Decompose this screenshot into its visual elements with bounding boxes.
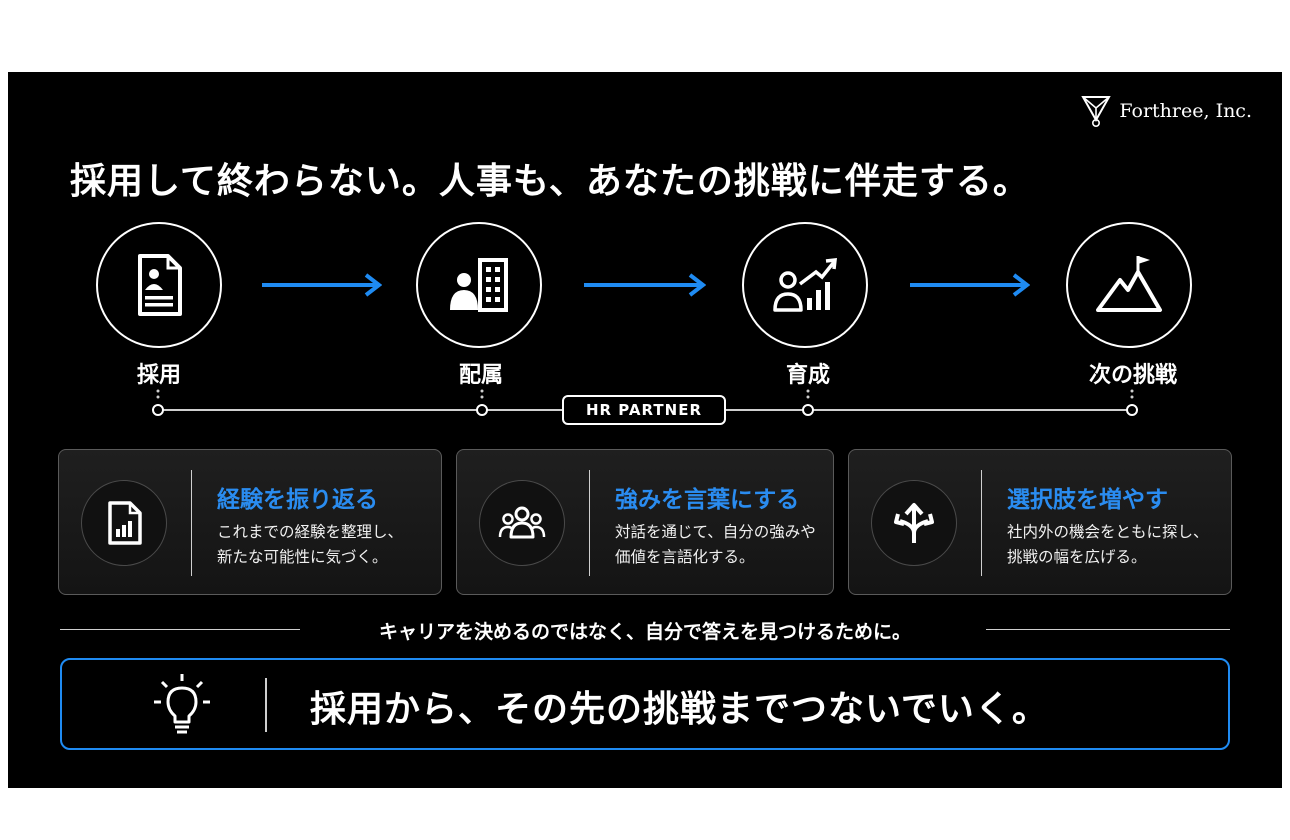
- arrow-right-icon: [584, 273, 706, 297]
- company-logo: Forthree, Inc.: [1081, 94, 1252, 128]
- card-description-line: これまでの経験を整理し、: [217, 523, 404, 541]
- card-icon-circle: [479, 480, 565, 566]
- mountain-flag-icon: [1096, 256, 1162, 312]
- divider-line: [60, 629, 300, 630]
- card-increase-options: 選択肢を増やす 社内外の機会をともに探し、 挑戦の幅を広げる。: [848, 449, 1232, 595]
- card-icon-circle: [871, 480, 957, 566]
- divider-line: [986, 629, 1230, 630]
- card-divider: [589, 470, 590, 576]
- card-title: 強みを言葉にする: [615, 487, 800, 513]
- card-description-line: 社内外の機会をともに探し、: [1007, 523, 1209, 541]
- hr-partner-badge: HR PARTNER: [562, 395, 726, 425]
- card-divider: [191, 470, 192, 576]
- branching-arrows-icon: [894, 503, 934, 543]
- card-title: 経験を振り返る: [217, 487, 378, 513]
- step-label-placement: 配属: [458, 363, 503, 388]
- lightbulb-icon: [154, 674, 210, 734]
- timeline-node: [152, 404, 164, 416]
- document-person-icon: [138, 254, 182, 316]
- step-recruit: [96, 222, 222, 348]
- report-chart-icon: [108, 501, 142, 545]
- card-title: 選択肢を増やす: [1007, 487, 1168, 513]
- step-label-next-challenge: 次の挑戦: [1088, 363, 1177, 388]
- timeline-node: [802, 404, 814, 416]
- card-description: これまでの経験を整理し、 新たな可能性に気づく。: [217, 520, 403, 570]
- card-description: 対話を通じて、自分の強みや 価値を言語化する。: [615, 520, 816, 570]
- company-name: Forthree, Inc.: [1119, 100, 1252, 122]
- step-label-recruit: 採用: [136, 363, 181, 388]
- arrow-right-icon: [910, 273, 1030, 297]
- card-description-line: 挑戦の幅を広げる。: [1007, 548, 1147, 566]
- subline-text: キャリアを決めるのではなく、自分で答えを見つけるために。: [360, 621, 929, 643]
- step-placement: [416, 222, 542, 348]
- timeline-node: [1126, 404, 1138, 416]
- step-next-challenge: [1066, 222, 1192, 348]
- step-label-development: 育成: [785, 363, 830, 388]
- step-development: [742, 222, 868, 348]
- card-description-line: 価値を言語化する。: [615, 548, 755, 566]
- arrow-right-icon: [262, 273, 382, 297]
- group-people-icon: [498, 506, 546, 539]
- card-icon-circle: [81, 480, 167, 566]
- person-growth-chart-icon: [773, 258, 837, 312]
- slide: Forthree, Inc. 採用して終わらない。人事も、あなたの挑戦に伴走する…: [8, 72, 1282, 788]
- card-description-line: 新たな可能性に気づく。: [217, 548, 388, 566]
- card-divider: [981, 470, 982, 576]
- closing-banner: 採用から、その先の挑戦までつないでいく。: [60, 658, 1230, 750]
- card-description: 社内外の機会をともに探し、 挑戦の幅を広げる。: [1007, 520, 1209, 570]
- person-building-icon: [450, 258, 508, 312]
- forthree-logo-icon: [1081, 96, 1112, 127]
- subline-message: キャリアを決めるのではなく、自分で答えを見つけるために。: [8, 617, 1282, 644]
- card-reflect-experience: 経験を振り返る これまでの経験を整理し、 新たな可能性に気づく。: [58, 449, 442, 595]
- timeline-node: [476, 404, 488, 416]
- page-headline: 採用して終わらない。人事も、あなたの挑戦に伴走する。: [70, 161, 1030, 202]
- banner-message: 採用から、その先の挑戦までつないでいく。: [310, 689, 1049, 730]
- card-verbalize-strengths: 強みを言葉にする 対話を通じて、自分の強みや 価値を言語化する。: [456, 449, 834, 595]
- banner-divider: [265, 678, 267, 732]
- card-description-line: 対話を通じて、自分の強みや: [615, 523, 816, 541]
